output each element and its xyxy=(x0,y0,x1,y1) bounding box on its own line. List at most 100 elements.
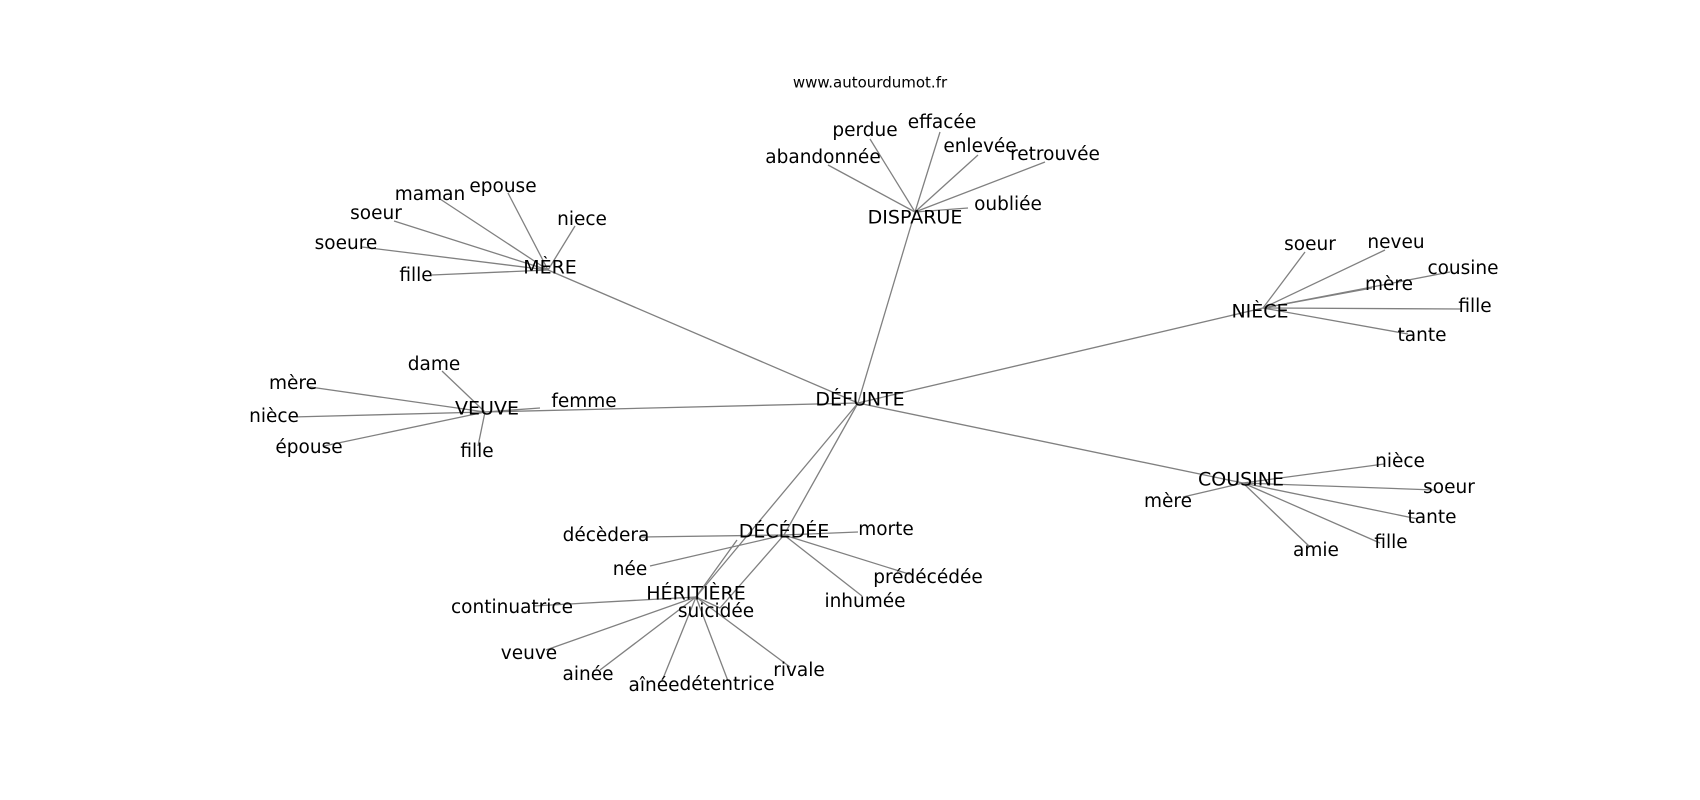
edge-veuve-niece xyxy=(291,411,486,418)
node-heritiere-rivale: rivale xyxy=(773,660,825,681)
edge-disparue-oubliee xyxy=(914,207,969,213)
node-heritiere-detentrice: détentrice xyxy=(679,674,774,695)
edge-mere-epouse xyxy=(507,192,549,271)
node-decedee-morte: morte xyxy=(858,519,914,540)
node-niece-tante: tante xyxy=(1398,325,1447,346)
node-mere-soeur: soeur xyxy=(350,203,402,224)
node-decedee: DÉCÉDÉE xyxy=(739,520,830,543)
node-disparue-abandonnee: abandonnée xyxy=(765,147,880,168)
edge-disparue-enlevee xyxy=(914,154,979,213)
node-veuve-niece: nièce xyxy=(249,406,299,427)
edge-heritiere-ainee xyxy=(599,596,697,671)
edge-mere-maman xyxy=(439,198,549,271)
edge-decedee-nee xyxy=(649,534,785,567)
node-cousine-fille: fille xyxy=(1374,532,1407,553)
edge-decedee-decedera xyxy=(640,534,785,538)
node-mere-soeure: soeure xyxy=(315,233,378,254)
edge-disparue-retrouvee xyxy=(914,161,1046,213)
node-heritiere-suicidee: suicidée xyxy=(678,601,754,622)
node-niece-neveu: neveu xyxy=(1367,232,1424,253)
edge-center-decedee xyxy=(783,402,859,536)
edge-decedee-suicidee xyxy=(719,534,785,609)
edge-center-heritiere xyxy=(695,402,859,598)
node-decedee-nee: née xyxy=(613,559,648,580)
edge-heritiere-continuatrice xyxy=(532,596,697,607)
edge-cousine-niece xyxy=(1242,463,1385,484)
edge-heritiere-detentrice xyxy=(695,596,729,682)
edge-niece-soeur xyxy=(1262,251,1306,309)
node-cousine-tante: tante xyxy=(1408,507,1457,528)
edge-mere-fille xyxy=(431,269,549,276)
node-cousine-soeur: soeur xyxy=(1423,477,1475,498)
node-mere: MÈRE xyxy=(523,256,577,279)
edge-veuve-dame xyxy=(441,370,486,413)
node-niece-fille: fille xyxy=(1458,296,1491,317)
node-decedee-decedera: décèdera xyxy=(563,525,650,546)
edge-disparue-perdue xyxy=(869,138,916,213)
graph-edges xyxy=(291,131,1463,682)
node-veuve-femme: femme xyxy=(551,391,616,412)
edge-decedee-morte xyxy=(783,531,859,536)
node-heritiere: HÉRITIÈRE xyxy=(646,582,746,605)
node-niece-soeur: soeur xyxy=(1284,234,1336,255)
node-cousine-amie: amie xyxy=(1293,540,1339,561)
edge-veuve-fille xyxy=(477,411,486,447)
edge-heritiere-rivale xyxy=(695,596,791,668)
node-cousine: COUSINE xyxy=(1198,469,1284,491)
edge-center-mere xyxy=(547,269,859,404)
node-heritiere-ainee: ainée xyxy=(563,664,614,685)
node-niece-mere: mère xyxy=(1365,274,1413,295)
node-mere-niece: niece xyxy=(557,209,607,230)
edge-disparue-effacee xyxy=(914,131,941,213)
edge-center-veuve xyxy=(484,402,859,413)
node-cousine-niece: nièce xyxy=(1375,451,1425,472)
edge-mere-soeure xyxy=(361,246,549,271)
node-disparue-effacee: effacée xyxy=(908,112,976,133)
node-disparue-retrouvee: retrouvée xyxy=(1010,144,1100,165)
node-disparue-oubliee: oubliée xyxy=(974,194,1042,215)
source-url-label: www.autourdumot.fr xyxy=(793,74,948,92)
node-veuve-epouse: épouse xyxy=(275,437,342,458)
edge-cousine-mere xyxy=(1182,482,1244,498)
edge-niece-tante xyxy=(1262,307,1409,335)
edge-niece-fille xyxy=(1262,307,1463,310)
edge-decedee-inhumee xyxy=(783,534,863,597)
node-disparue-perdue: perdue xyxy=(832,120,897,141)
edge-cousine-amie xyxy=(1242,482,1311,548)
node-veuve-dame: dame xyxy=(408,354,460,375)
edge-veuve-mere xyxy=(309,386,486,413)
node-decedee-inhumee: inhumée xyxy=(824,591,905,612)
edge-heritiere-suicidee xyxy=(695,596,721,609)
node-mere-maman: maman xyxy=(395,184,465,205)
edge-mere-niece xyxy=(547,225,576,271)
node-veuve: VEUVE xyxy=(455,398,519,420)
node-disparue-enlevee: enlevée xyxy=(943,136,1016,157)
node-defunte: DÉFUNTE xyxy=(815,388,904,411)
edge-cousine-tante xyxy=(1242,482,1419,520)
edge-cousine-fille xyxy=(1242,482,1381,544)
edge-mere-soeur xyxy=(393,220,549,271)
edge-niece-mere xyxy=(1262,287,1373,309)
edge-veuve-epouse xyxy=(323,411,486,447)
node-veuve-fille: fille xyxy=(460,441,493,462)
node-disparue: DISPARUE xyxy=(868,207,963,229)
node-niece: NIÈCE xyxy=(1231,300,1288,323)
node-mere-epouse: epouse xyxy=(469,176,536,197)
node-niece-cousine: cousine xyxy=(1427,258,1498,279)
edge-heritiere-veuve xyxy=(545,596,697,651)
node-mere-fille: fille xyxy=(399,265,432,286)
edge-center-niece xyxy=(857,307,1264,404)
edge-decedee-predecedee xyxy=(783,534,913,576)
node-decedee-predecedee: prédécédée xyxy=(873,567,983,588)
edge-veuve-femme xyxy=(484,407,541,413)
edge-niece-neveu xyxy=(1262,249,1386,309)
node-cousine-mere: mère xyxy=(1144,491,1192,512)
edge-heritiere-ainee xyxy=(661,596,697,682)
edge-center-cousine xyxy=(857,402,1244,484)
node-veuve-mere: mère xyxy=(269,373,317,394)
node-heritiere-veuve: veuve xyxy=(501,643,557,664)
node-heritiere-continuatrice: continuatrice xyxy=(451,597,573,618)
edge-disparue-abandonnee xyxy=(827,164,916,213)
